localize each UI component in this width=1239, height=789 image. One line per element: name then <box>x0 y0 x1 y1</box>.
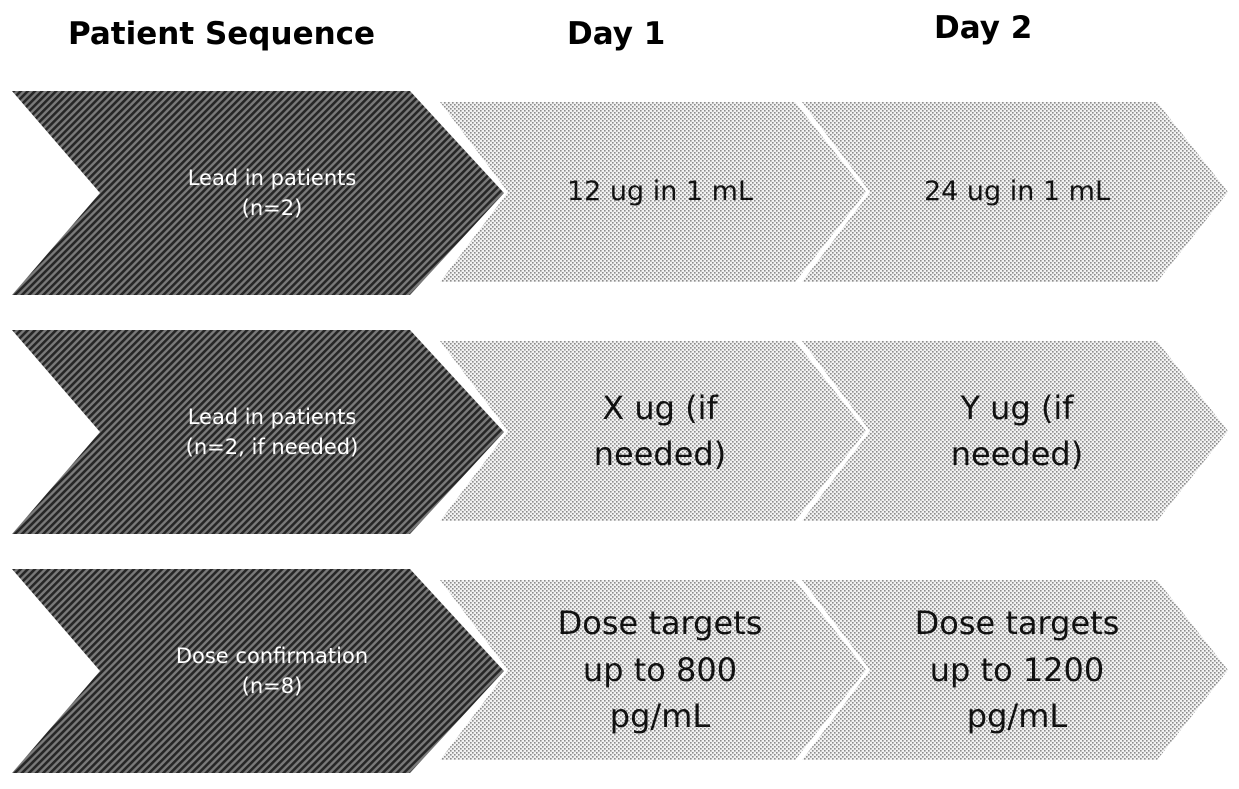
row1-sequence-line1: Lead in patients <box>188 163 357 193</box>
row2-day2-line2: needed) <box>951 431 1083 477</box>
row1-day2-line1: 24 ug in 1 mL <box>924 176 1110 207</box>
row2-sequence-line1: Lead in patients <box>188 402 357 432</box>
row2-day2-label: Y ug (if needed) <box>872 341 1162 521</box>
row1-day2-label: 24 ug in 1 mL <box>872 102 1162 282</box>
row3-day2-line2: up to 1200 <box>930 647 1105 693</box>
row1-sequence-line2: (n=2) <box>242 193 303 223</box>
row2-sequence-chevron: Lead in patients (n=2, if needed) <box>12 330 504 534</box>
row3-sequence-label: Dose confirmation (n=8) <box>122 569 422 773</box>
row1-day2-chevron: 24 ug in 1 mL <box>802 102 1228 282</box>
row3-sequence-line1: Dose confirmation <box>176 641 368 671</box>
row3-day2-label: Dose targets up to 1200 pg/mL <box>872 580 1162 760</box>
row1-sequence-chevron: Lead in patients (n=2) <box>12 91 504 295</box>
row1-sequence-label: Lead in patients (n=2) <box>122 91 422 295</box>
header-day-2: Day 2 <box>934 10 1032 46</box>
header-day-1: Day 1 <box>567 16 665 52</box>
row3-day1-line1: Dose targets <box>558 600 763 646</box>
header-patient-sequence: Patient Sequence <box>68 16 375 52</box>
row2-day2-line1: Y ug (if <box>960 385 1073 431</box>
row2-day1-line2: needed) <box>594 431 726 477</box>
row3-day2-chevron: Dose targets up to 1200 pg/mL <box>802 580 1228 760</box>
row2-day2-chevron: Y ug (if needed) <box>802 341 1228 521</box>
row3-day1-line3: pg/mL <box>610 693 710 739</box>
row2-day1-label: X ug (if needed) <box>515 341 805 521</box>
row2-day1-line1: X ug (if <box>602 385 718 431</box>
row3-day1-label: Dose targets up to 800 pg/mL <box>515 580 805 760</box>
row3-day2-line3: pg/mL <box>967 693 1067 739</box>
row1-day1-label: 12 ug in 1 mL <box>515 102 805 282</box>
row3-day1-line2: up to 800 <box>583 647 737 693</box>
row1-day1-line1: 12 ug in 1 mL <box>567 176 753 207</box>
row3-day2-line1: Dose targets <box>915 600 1120 646</box>
row2-sequence-line2: (n=2, if needed) <box>186 432 359 462</box>
row2-sequence-label: Lead in patients (n=2, if needed) <box>122 330 422 534</box>
row3-sequence-line2: (n=8) <box>242 671 303 701</box>
row3-sequence-chevron: Dose confirmation (n=8) <box>12 569 504 773</box>
